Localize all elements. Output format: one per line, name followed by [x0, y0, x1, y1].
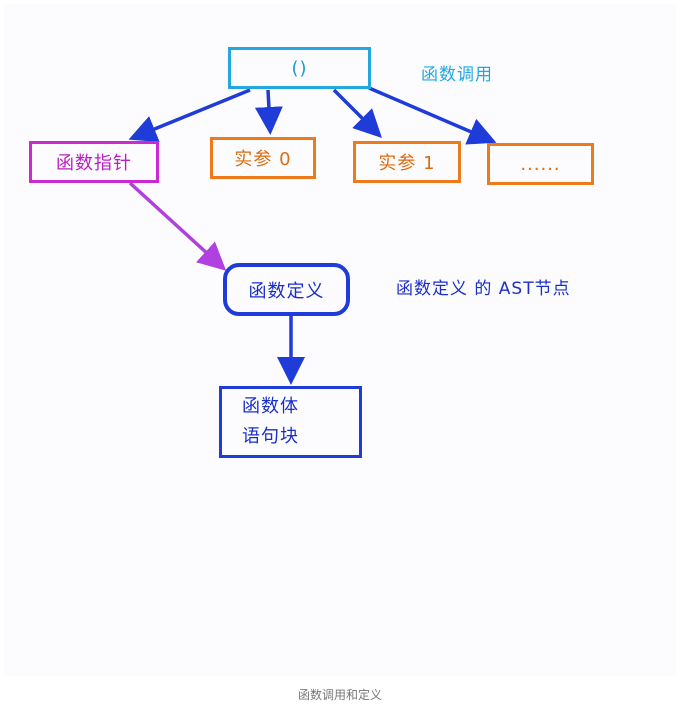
arg-node-0-label: 实参 0 [234, 149, 292, 170]
definition-node: 函数定义 [223, 263, 350, 316]
body-node-line1: 函数体 [242, 396, 299, 417]
edge-pointer-to-def [128, 181, 227, 271]
diagram-canvas [4, 4, 676, 676]
edge-call-to-more [368, 86, 497, 145]
definition-node-label: 函数定义 [248, 280, 325, 302]
pointer-node: 函数指针 [29, 141, 159, 183]
pointer-node-label: 函数指针 [56, 153, 132, 174]
definition-caption: 函数定义 的 AST节点 [396, 279, 571, 299]
arg-node-1: 实参 1 [353, 141, 461, 183]
arg-node-0: 实参 0 [210, 137, 316, 179]
edge-call-to-arg0 [254, 89, 283, 135]
arg-node-more: ...... [487, 143, 594, 185]
call-node-label: () [291, 57, 308, 79]
figure-caption: 函数调用和定义 [297, 688, 382, 702]
body-node: 函数体 语句块 [219, 386, 362, 458]
arg-node-more-label: ...... [520, 153, 561, 175]
body-node-line2: 语句块 [242, 426, 299, 447]
call-node: () [228, 47, 371, 89]
edge-call-to-pointer [128, 88, 251, 143]
edge-call-to-arg1 [332, 88, 382, 138]
call-caption: 函数调用 [421, 65, 493, 85]
arg-node-1-label: 实参 1 [378, 153, 436, 174]
